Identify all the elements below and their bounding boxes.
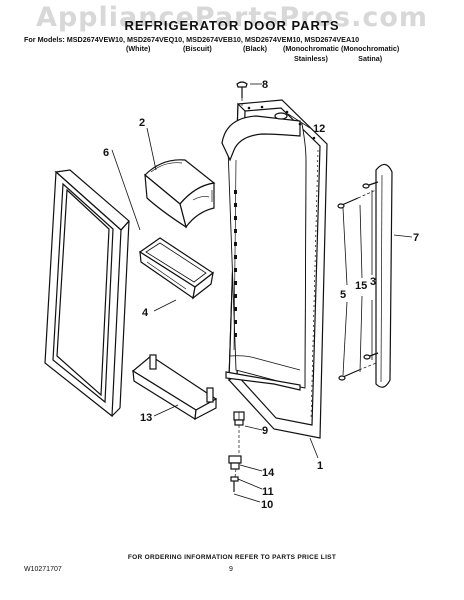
lower-door-bin <box>131 354 218 421</box>
finish-label-black: (Black) <box>243 44 267 53</box>
watermark: AppliancePartsPros.com <box>35 2 429 33</box>
door-gasket <box>44 169 130 418</box>
bottom-screw <box>230 476 239 492</box>
callout-1: 1 <box>317 460 323 472</box>
callout-4: 4 <box>142 307 149 319</box>
hinge-cam <box>228 455 242 470</box>
top-screw <box>236 81 248 98</box>
page-title: REFRIGERATOR DOOR PARTS <box>124 18 340 33</box>
dispenser-cover <box>144 159 216 229</box>
callout-3: 3 <box>370 276 376 288</box>
callout-5: 5 <box>340 289 346 301</box>
hinge-bushing <box>233 411 245 426</box>
callout-9: 9 <box>262 425 268 437</box>
door-liner <box>221 99 328 439</box>
door-bin <box>138 237 215 300</box>
document-number: W10271707 <box>24 566 62 573</box>
finish-label-mono-satina: (Monochromatic)Satina) <box>341 44 400 63</box>
callout-6: 6 <box>103 147 109 159</box>
finish-label-biscuit: (Biscuit) <box>183 44 212 53</box>
callout-11: 11 <box>262 486 274 498</box>
page-number: 9 <box>229 566 233 573</box>
callout-15: 15 <box>355 280 367 292</box>
door-plug <box>274 112 288 120</box>
callout-7: 7 <box>413 232 419 244</box>
handle-screws <box>337 197 360 381</box>
dashed-guides <box>234 98 377 478</box>
callout-8: 8 <box>262 79 268 91</box>
callout-2: 2 <box>139 117 145 129</box>
models-line: For Models: MSD2674VEW10, MSD2674VEQ10, … <box>24 35 360 44</box>
callout-10: 10 <box>261 499 273 511</box>
ordering-info: FOR ORDERING INFORMATION REFER TO PARTS … <box>127 554 337 561</box>
callout-13: 13 <box>140 412 152 424</box>
door-handle <box>375 163 393 388</box>
finish-label-white: (White) <box>126 44 151 53</box>
handle-mounting-studs <box>362 181 379 360</box>
callout-12: 12 <box>313 123 325 135</box>
leader-lines <box>111 83 413 503</box>
callout-14: 14 <box>262 467 275 479</box>
